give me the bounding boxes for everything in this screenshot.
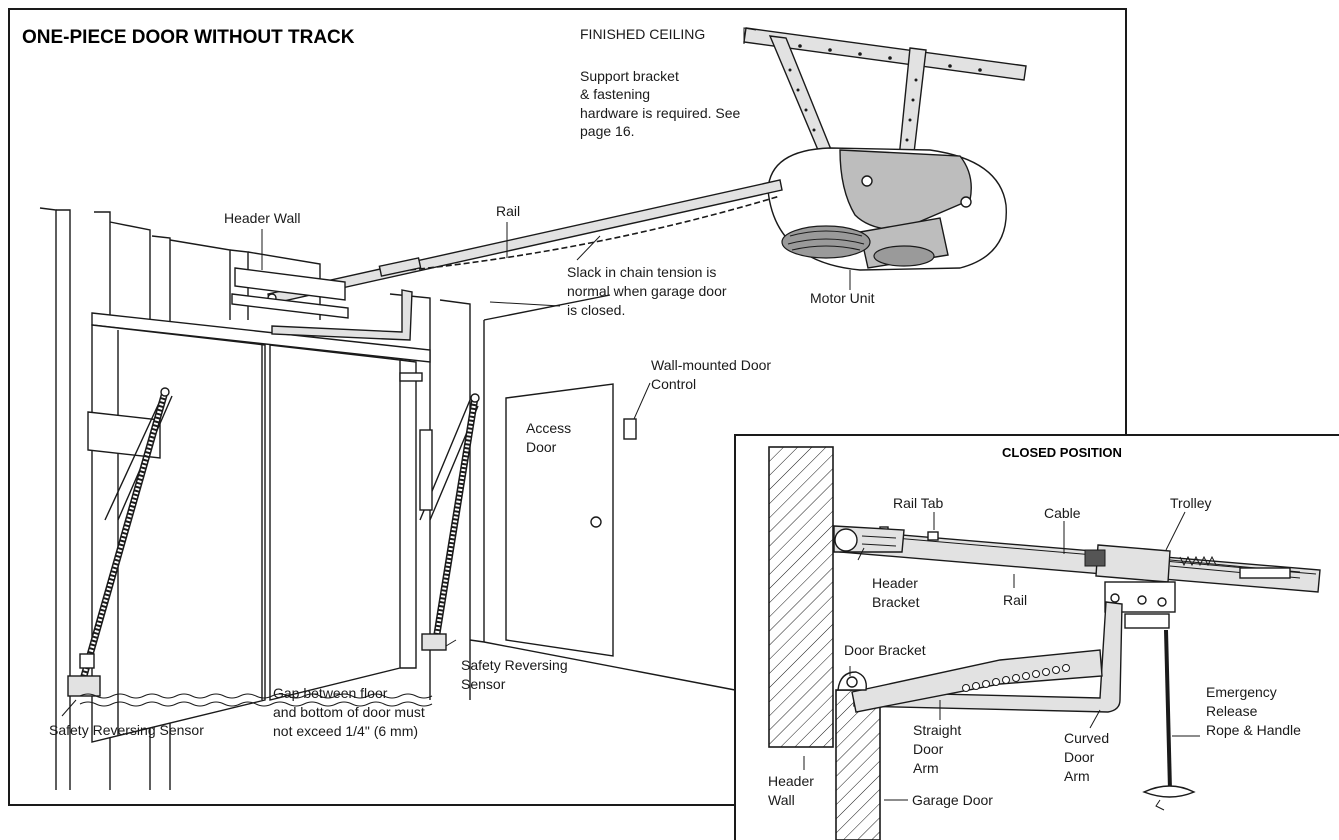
door-arm-main <box>271 289 413 341</box>
label-header-wall: Header Wall <box>224 210 301 226</box>
label-slack-2: normal when garage door <box>567 283 727 299</box>
inset-label-header-wall-2: Wall <box>768 792 795 808</box>
inset-label-rail: Rail <box>1003 592 1027 608</box>
slack-chain <box>409 195 781 271</box>
inset-label-straight-arm-3: Arm <box>913 760 939 776</box>
inset-label-rail-tab: Rail Tab <box>893 495 944 511</box>
inset-panel: CLOSED POSITION <box>734 434 1339 840</box>
label-motor-unit: Motor Unit <box>810 290 875 306</box>
inset-label-header-bracket-2: Bracket <box>872 594 920 610</box>
inset-leader-lines <box>803 511 1200 801</box>
inset-label-trolley: Trolley <box>1170 495 1212 511</box>
inset-label-garage-door: Garage Door <box>912 792 993 808</box>
label-access-door-1: Access <box>526 420 571 436</box>
label-sensor-right-2: Sensor <box>461 676 506 692</box>
inset-label-curved-arm-1: Curved <box>1064 730 1109 746</box>
label-wall-control-2: Control <box>651 376 696 392</box>
label-sensor-right-1: Safety Reversing <box>461 657 568 673</box>
inset-straight-arm <box>851 649 1103 713</box>
inset-arm-holes <box>962 664 1070 692</box>
label-gap-2: and bottom of door must <box>273 704 425 720</box>
label-finished-ceiling: FINISHED CEILING <box>580 26 705 42</box>
inset-label-door-bracket: Door Bracket <box>844 642 926 658</box>
label-gap-1: Gap between floor <box>273 685 388 701</box>
inset-label-straight-arm-2: Door <box>913 741 944 757</box>
left-spring-assembly <box>67 387 173 697</box>
main-panel: ONE-PIECE DOOR WITHOUT TRACK <box>8 8 1127 806</box>
label-gap-3: not exceed 1/4" (6 mm) <box>273 723 418 739</box>
label-support-bracket-3: hardware is required. See <box>580 105 741 121</box>
motor-unit <box>767 147 1007 271</box>
inset-label-emergency-1: Emergency <box>1206 684 1277 700</box>
label-slack-3: is closed. <box>567 302 625 318</box>
main-labels: FINISHED CEILING Support bracket & faste… <box>49 26 875 739</box>
inset-label-emergency-2: Release <box>1206 703 1258 719</box>
inset-label-straight-arm-1: Straight <box>913 722 961 738</box>
right-spring-assembly <box>419 393 480 651</box>
door-header-beam <box>91 312 431 363</box>
label-slack-1: Slack in chain tension is <box>567 264 716 280</box>
wall-door-control <box>623 418 637 440</box>
label-support-bracket-1: Support bracket <box>580 68 679 84</box>
inset-garage-door <box>835 689 881 840</box>
inset-header-wall <box>768 446 834 748</box>
inset-label-header-bracket-1: Header <box>872 575 918 591</box>
label-sensor-left: Safety Reversing Sensor <box>49 722 204 738</box>
inset-label-header-wall-1: Header <box>768 773 814 789</box>
label-support-bracket-4: page 16. <box>580 123 635 139</box>
main-title: ONE-PIECE DOOR WITHOUT TRACK <box>22 27 355 48</box>
main-leader-lines <box>61 222 851 717</box>
inset-emergency-release <box>1142 629 1196 811</box>
label-rail: Rail <box>496 203 520 219</box>
label-access-door-2: Door <box>526 439 557 455</box>
inset-label-emergency-3: Rope & Handle <box>1206 722 1301 738</box>
inset-label-cable: Cable <box>1044 505 1081 521</box>
inset-title: CLOSED POSITION <box>1002 445 1122 460</box>
inset-labels: Rail Tab Cable Trolley Header Bracket Ra… <box>768 495 1301 808</box>
floor-gap-line <box>79 693 433 699</box>
access-door <box>505 383 614 657</box>
label-support-bracket-2: & fastening <box>580 86 650 102</box>
inset-label-curved-arm-2: Door <box>1064 749 1095 765</box>
inset-label-curved-arm-3: Arm <box>1064 768 1090 784</box>
garage-room <box>469 294 736 691</box>
label-wall-control-1: Wall-mounted Door <box>651 357 771 373</box>
